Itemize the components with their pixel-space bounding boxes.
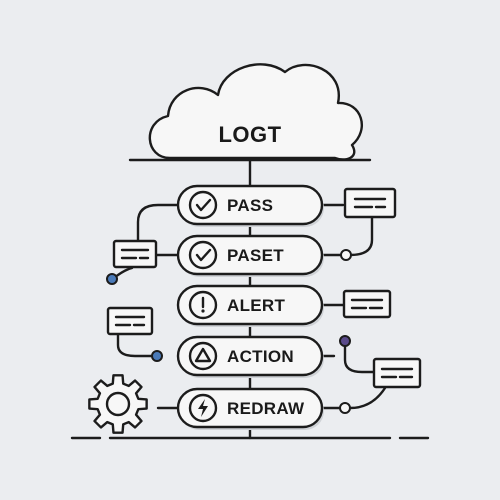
- pill-action: ACTION: [176, 335, 324, 378]
- note-right-action: [372, 357, 422, 389]
- exclamation-circle-icon: [188, 290, 218, 320]
- cloud-shape: [148, 63, 363, 161]
- pill-label: PASET: [227, 246, 284, 265]
- pill-alert: ALERT: [176, 284, 324, 327]
- lightning-circle-icon: [188, 393, 218, 423]
- node-dot-blue-action: [151, 350, 163, 362]
- note-left-paset: [112, 239, 158, 269]
- note-right-alert: [342, 289, 392, 319]
- pill-redraw: REDRAW: [176, 387, 324, 430]
- node-dot-blue-left: [106, 273, 118, 285]
- pill-pass: PASS: [176, 184, 324, 227]
- note-right-pass: [343, 187, 397, 219]
- pill-label: REDRAW: [227, 399, 305, 418]
- triangle-circle-icon: [188, 341, 218, 371]
- node-dot-redraw-right: [339, 402, 351, 414]
- pill-paset: PASET: [176, 234, 324, 277]
- check-circle-icon: [188, 190, 218, 220]
- check-circle-icon: [188, 240, 218, 270]
- pill-label: PASS: [227, 196, 273, 215]
- note-left-alert: [106, 306, 154, 336]
- gear-icon: [88, 374, 148, 434]
- pill-label: ALERT: [227, 296, 285, 315]
- node-dot-purple: [339, 335, 351, 347]
- cloud-label: LOGT: [218, 122, 281, 147]
- pill-label: ACTION: [227, 347, 294, 366]
- node-dot-paset-right: [340, 249, 352, 261]
